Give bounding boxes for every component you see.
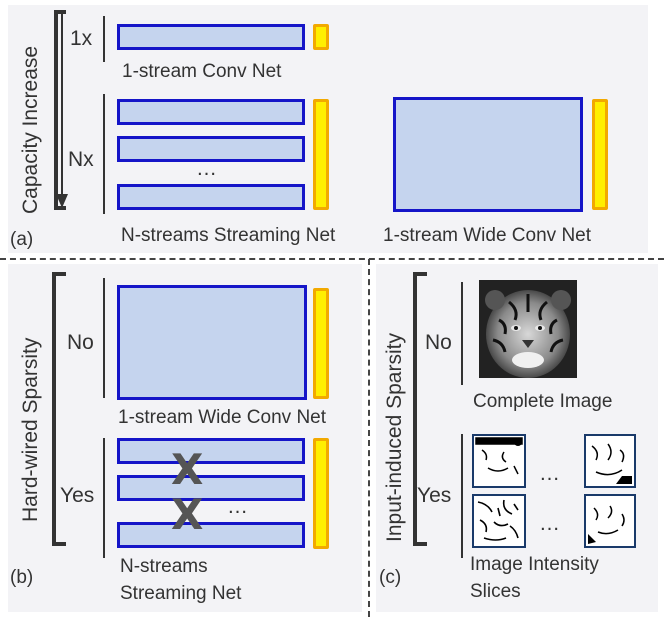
intensity-slice-thumbnail [584, 434, 636, 488]
stream-block [117, 136, 305, 162]
intensity-slice-thumbnail [472, 494, 526, 548]
caption-1-stream-conv-net: 1-stream Conv Net [122, 61, 282, 82]
input-induced-sparsity-label: Input-induced Sparsity [383, 333, 406, 542]
classifier-block [313, 288, 329, 399]
ellipsis: … [227, 495, 248, 518]
ellipsis: … [539, 462, 560, 485]
caption-image-intensity: Image Intensity [470, 554, 599, 575]
panel-c-tag: (c) [379, 567, 402, 588]
cross-mark: X [171, 445, 204, 494]
row-divider-yes [103, 438, 105, 558]
wide-stream-block [393, 97, 583, 212]
intensity-slice-thumbnail [584, 494, 636, 548]
row-label-yes: Yes [60, 484, 95, 507]
classifier-block [313, 99, 329, 210]
caption-n-streams-streaming-net: N-streams Streaming Net [121, 225, 336, 246]
stream-block [117, 475, 305, 501]
row-divider-no [461, 282, 463, 385]
capacity-arrow [52, 12, 72, 212]
ellipsis: … [539, 512, 560, 535]
row-divider-yes [461, 434, 463, 558]
classifier-block [313, 438, 329, 549]
capacity-increase-label: Capacity Increase [19, 45, 42, 214]
panel-a-bracket [54, 10, 66, 210]
row-label-no: No [67, 331, 94, 354]
classifier-block [313, 24, 329, 50]
row-label-1x: 1x [70, 27, 93, 50]
hard-wired-sparsity-label: Hard-wired Sparsity [19, 337, 42, 522]
caption-complete-image: Complete Image [473, 391, 613, 412]
row-divider-1x [103, 16, 105, 62]
panel-b-bracket [52, 272, 66, 546]
row-label-nx: Nx [68, 148, 94, 171]
panel-a-tag: (a) [10, 229, 34, 250]
stream-block [117, 184, 305, 210]
panel-b-tag: (b) [10, 567, 34, 588]
caption-n-streams: N-streams [120, 556, 208, 577]
row-label-no: No [425, 331, 452, 354]
cross-mark: X [171, 490, 204, 539]
caption-streaming-net: Streaming Net [120, 583, 242, 604]
ellipsis: … [196, 157, 217, 180]
row-divider-no [103, 278, 105, 398]
classifier-block [592, 99, 608, 210]
stream-block [117, 438, 305, 464]
row-label-yes: Yes [417, 484, 452, 507]
stream-block [117, 99, 305, 125]
row-divider-nx [103, 94, 105, 214]
horizontal-divider [0, 258, 664, 260]
caption-1-stream-wide-conv-net: 1-stream Wide Conv Net [118, 407, 327, 428]
intensity-slice-thumbnail [472, 434, 526, 488]
tiger-image [479, 280, 577, 378]
wide-stream-block [117, 285, 307, 400]
caption-slices: Slices [470, 581, 521, 602]
vertical-divider [368, 259, 370, 617]
stream-block [117, 522, 305, 548]
stream-block [117, 24, 305, 50]
panel-c-bracket [413, 272, 427, 546]
caption-1-stream-wide-conv-net: 1-stream Wide Conv Net [383, 225, 592, 246]
